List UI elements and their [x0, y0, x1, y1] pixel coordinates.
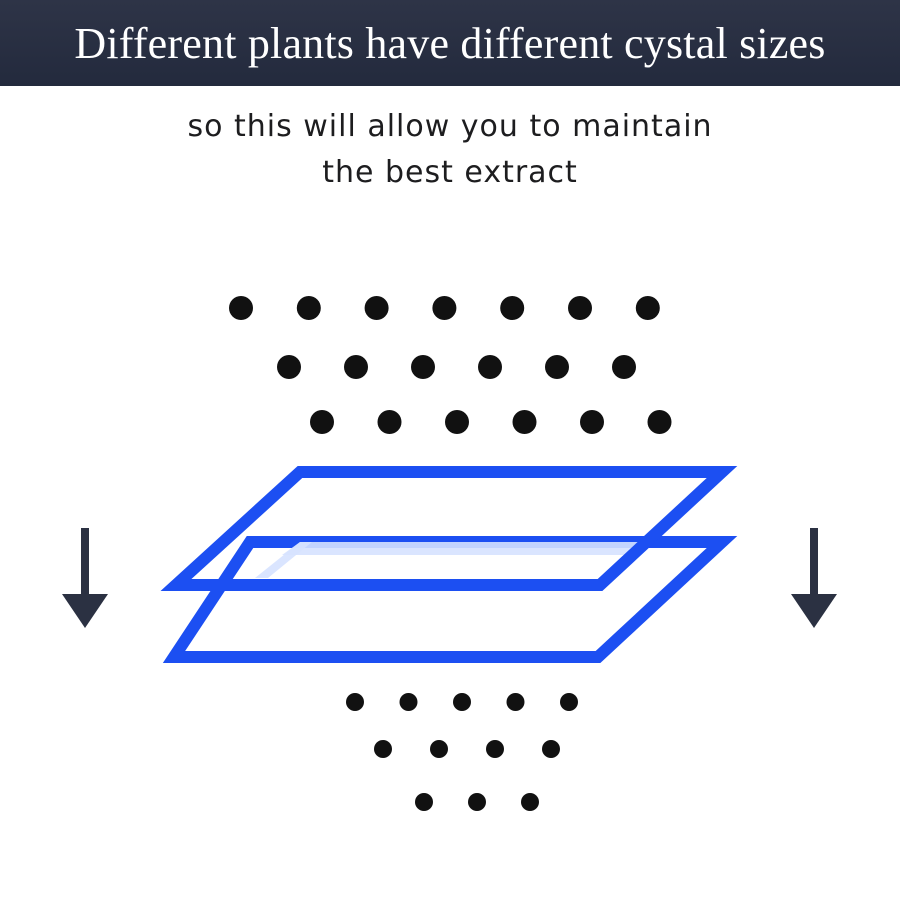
arrow-down-icon: [791, 528, 837, 628]
caption: so this will allow you to maintain the b…: [0, 104, 900, 196]
particle-dot: [568, 296, 592, 320]
particle-dot: [296, 296, 321, 320]
particle-dot: [478, 355, 502, 379]
particle-dot: [399, 693, 418, 711]
particle-dot: [364, 296, 389, 320]
particle-dot: [512, 410, 537, 434]
filter-layer-upper: [160, 466, 738, 591]
particles-below-filter: [346, 693, 578, 811]
particle-dot: [468, 793, 486, 811]
filter-gap-shade-left: [255, 542, 312, 578]
particle-dot: [545, 355, 569, 379]
caption-line-2: the best extract: [322, 155, 578, 190]
arrow-down-icon: [62, 528, 108, 628]
particle-dot: [560, 693, 578, 711]
particle-dot: [277, 355, 301, 379]
page-title: Different plants have different cystal s…: [74, 18, 826, 68]
filter-gap-shade: [282, 542, 640, 555]
particle-dot: [500, 296, 525, 320]
particle-dot: [229, 296, 253, 320]
particle-dot: [486, 740, 504, 758]
particle-dot: [612, 355, 636, 379]
title-banner: Different plants have different cystal s…: [0, 0, 900, 86]
particle-dot: [521, 793, 539, 811]
particle-dot: [310, 410, 334, 434]
particle-dot: [346, 693, 364, 711]
particle-dot: [506, 693, 525, 711]
particle-dot: [344, 355, 368, 379]
particle-dot: [542, 740, 560, 758]
caption-line-1: so this will allow you to maintain: [187, 109, 713, 144]
particle-dot: [432, 296, 457, 320]
particle-dot: [374, 740, 392, 758]
particle-dot: [445, 410, 469, 434]
particle-dot: [647, 410, 672, 434]
particle-dot: [635, 296, 660, 320]
particle-dot: [430, 740, 448, 758]
particle-dot: [411, 355, 435, 379]
particles-above-filter: [229, 296, 672, 434]
particle-dot: [580, 410, 604, 434]
particle-dot: [453, 693, 471, 711]
particle-dot: [415, 793, 433, 811]
particle-dot: [377, 410, 402, 434]
